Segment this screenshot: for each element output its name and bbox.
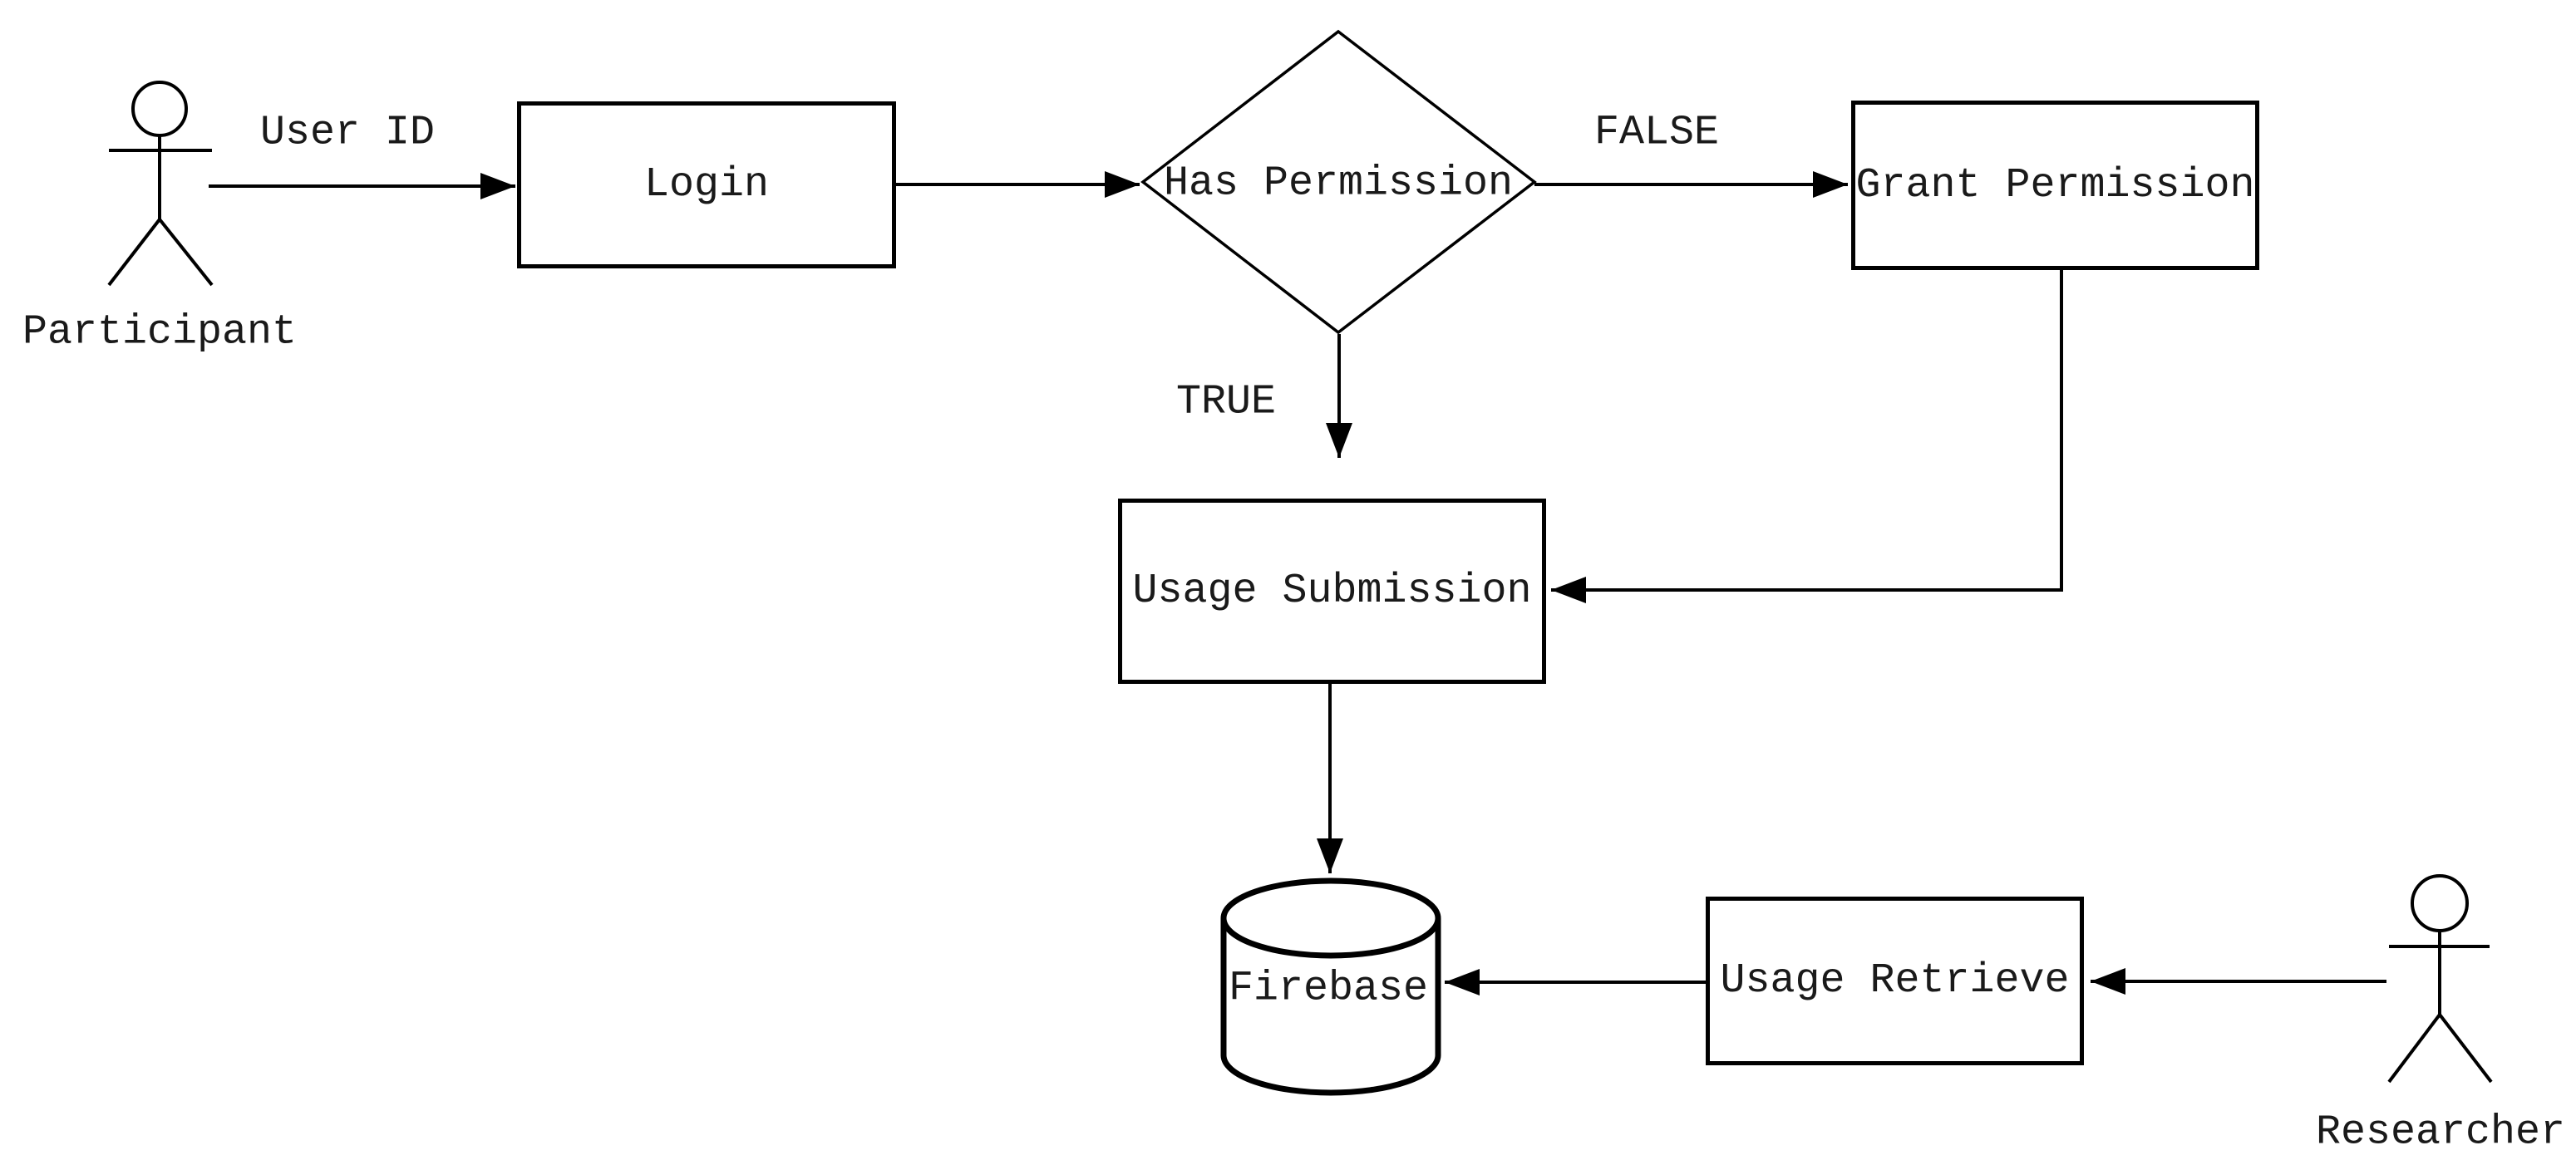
participant-actor-icon: [107, 81, 214, 287]
node-usage-submission: Usage Submission: [1118, 499, 1546, 684]
node-usage-retrieve-label: Usage Retrieve: [1720, 957, 2070, 1005]
node-firebase-label: Firebase: [1228, 965, 1429, 1013]
node-grant-permission-label: Grant Permission: [1855, 161, 2255, 209]
edge-label-user-id: User ID: [259, 109, 436, 157]
edge-grant-to-usage-submission: [1551, 270, 2063, 603]
node-has-permission-label: Has Permission: [1163, 160, 1514, 208]
researcher-actor-icon: [2387, 874, 2493, 1084]
node-usage-submission-label: Usage Submission: [1132, 568, 1532, 615]
researcher-actor-label: Researcher: [2315, 1108, 2566, 1157]
node-usage-retrieve: Usage Retrieve: [1706, 897, 2084, 1065]
participant-actor-label: Participant: [22, 308, 298, 356]
node-login-label: Login: [643, 161, 770, 209]
decision-diamond-shape: [1140, 29, 1537, 335]
edge-label-false: FALSE: [1593, 109, 1720, 157]
edge-label-true: TRUE: [1175, 378, 1277, 426]
node-login: Login: [517, 101, 896, 268]
node-grant-permission: Grant Permission: [1851, 101, 2259, 270]
database-cylinder-icon: [1220, 877, 1441, 1096]
